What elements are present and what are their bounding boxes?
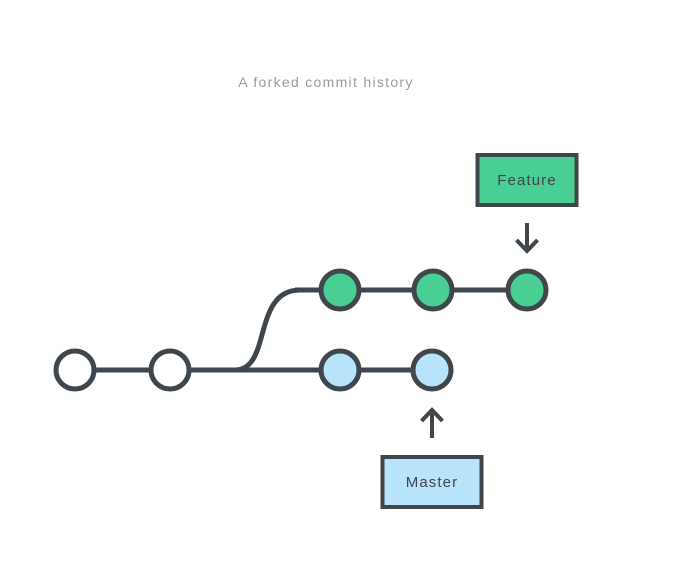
diagram-title: A forked commit history xyxy=(238,74,413,90)
commit-node-trunk-1 xyxy=(53,348,97,392)
commit-node-master-2 xyxy=(410,348,454,392)
commit-node-feature-3 xyxy=(505,268,549,312)
commit-node-feature-1 xyxy=(318,268,362,312)
master-branch-commits xyxy=(318,348,454,392)
feature-arrow-head xyxy=(515,238,539,254)
master-label-text: Master xyxy=(406,474,458,491)
feature-arrow-down-icon xyxy=(515,223,539,254)
master-label-box xyxy=(380,455,484,509)
master-arrow-up-icon xyxy=(420,407,444,438)
feature-label-text: Feature xyxy=(497,172,556,189)
feature-branch-label: Feature xyxy=(475,153,579,254)
commit-node-feature-2 xyxy=(411,268,455,312)
commit-node-trunk-2 xyxy=(148,348,192,392)
feature-branch-commits xyxy=(318,268,549,312)
branch-lines xyxy=(75,287,527,373)
commit-node-master-1 xyxy=(318,348,362,392)
trunk-commits xyxy=(53,348,192,392)
master-branch-label: Master xyxy=(380,407,484,509)
fork-curve xyxy=(234,287,301,373)
feature-label-box xyxy=(475,153,579,207)
master-arrow-head xyxy=(420,407,444,423)
